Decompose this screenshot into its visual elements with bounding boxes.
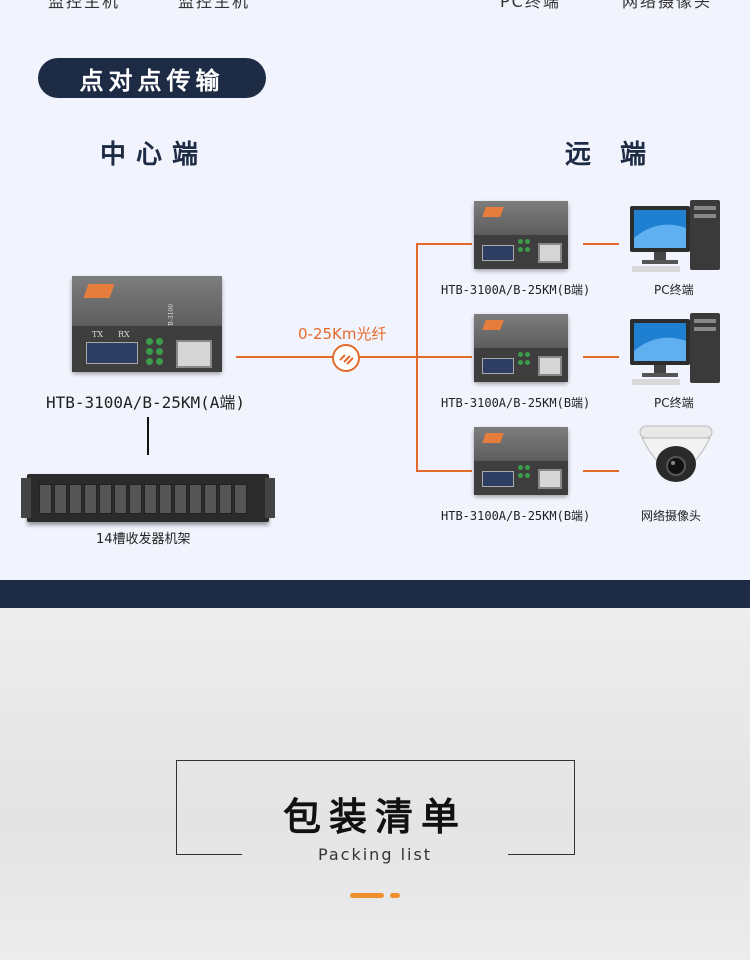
rack-connector	[147, 417, 149, 455]
packing-subtitle: Packing list	[317, 845, 433, 864]
remote-transceiver-3	[474, 427, 568, 495]
cut-text-3: PC终端	[500, 0, 561, 11]
branch-3	[416, 470, 472, 472]
frame-left	[176, 760, 177, 854]
center-heading: 中心端	[100, 140, 209, 170]
remote-heading: 远 端	[565, 140, 657, 170]
center-transceiver: HTB-3100 TX RX	[72, 276, 222, 372]
accent-dash-long	[350, 893, 384, 898]
remote-device-label-2: HTB-3100A/B-25KM(B端)	[441, 396, 591, 410]
branch-1	[416, 243, 472, 245]
packing-title: 包装清单	[282, 795, 467, 839]
pc-icon	[628, 198, 722, 276]
frame-bottom-left	[176, 854, 242, 855]
remote-transceiver-2	[474, 314, 568, 382]
endpoint-label-2: PC终端	[654, 396, 694, 410]
section-title: 点对点传输	[38, 58, 266, 98]
cut-text-1: 监控主机	[48, 0, 121, 11]
endpoint-label-1: PC终端	[654, 283, 694, 297]
endpoint-line-3	[583, 470, 619, 472]
cut-text-4: 网络摄像头	[622, 0, 713, 11]
rack-label: 14槽收发器机架	[96, 532, 191, 547]
camera-icon	[634, 424, 718, 500]
cut-text-2: 监控主机	[178, 0, 251, 11]
frame-top	[176, 760, 574, 761]
section-divider	[0, 580, 750, 608]
fiber-icon	[332, 344, 360, 372]
packing-section	[0, 608, 750, 960]
fiber-label: 0-25Km光纤	[298, 325, 387, 343]
remote-transceiver-1	[474, 201, 568, 269]
accent-dash-short	[390, 893, 400, 898]
frame-bottom-right	[508, 854, 575, 855]
pc-icon	[628, 311, 722, 389]
topology-section: 监控主机 监控主机 PC终端 网络摄像头 点对点传输 中心端 远 端 HTB-3…	[21, 0, 722, 547]
endpoint-label-3: 网络摄像头	[641, 509, 702, 523]
branch-2	[416, 356, 472, 358]
fiber-line	[236, 356, 418, 358]
remote-device-label-3: HTB-3100A/B-25KM(B端)	[441, 509, 591, 523]
endpoint-line-2	[583, 356, 619, 358]
frame-right	[574, 760, 575, 854]
endpoint-line-1	[583, 243, 619, 245]
remote-device-label-1: HTB-3100A/B-25KM(B端)	[441, 283, 591, 297]
rack-chassis	[21, 474, 275, 522]
center-device-label: HTB-3100A/B-25KM(A端)	[46, 393, 246, 412]
